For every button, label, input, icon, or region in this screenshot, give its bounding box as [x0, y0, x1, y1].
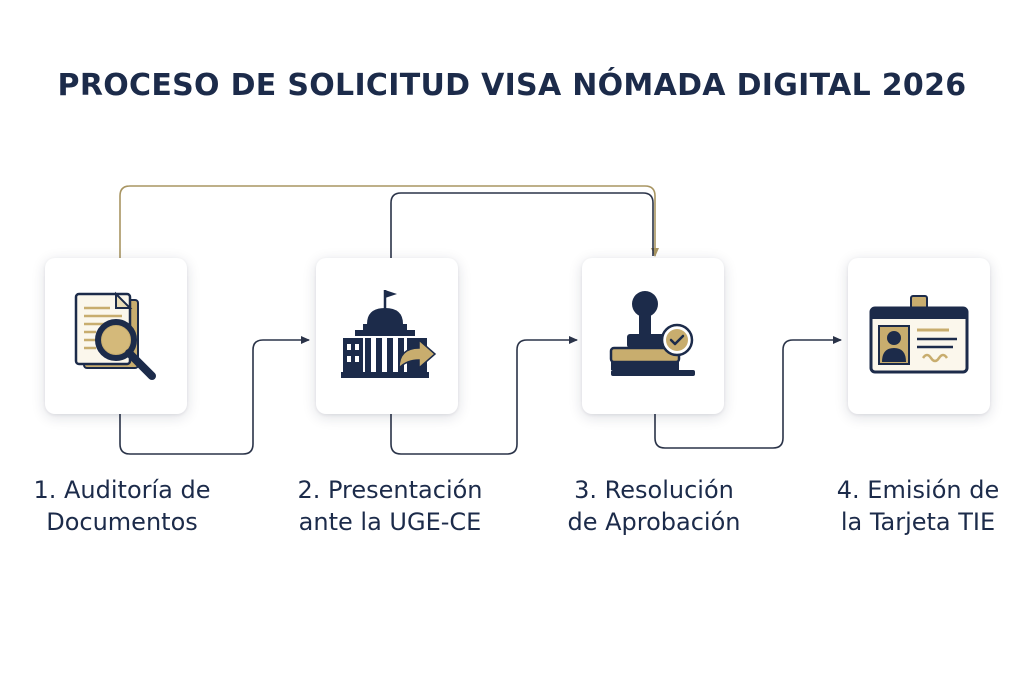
id-card-icon [869, 295, 969, 374]
connector-step1-to-step2 [119, 336, 310, 455]
connector-step1-to-step3 [119, 185, 659, 258]
step-2-label: 2. Presentación ante la UGE-CE [270, 474, 510, 538]
step-3-label-line2: de Aprobación [567, 508, 741, 536]
step-1-label-line2: Documentos [46, 508, 198, 536]
diagram-title: PROCESO DE SOLICITUD VISA NÓMADA DIGITAL… [57, 68, 967, 103]
step-4-label-line2: la Tarjeta TIE [840, 508, 996, 536]
step-3-label: 3. Resolución de Aprobación [534, 474, 774, 538]
step-3-card [582, 258, 724, 414]
step-4-label: 4. Emisión de la Tarjeta TIE [798, 474, 1024, 538]
step-2-label-line1: 2. Presentación [297, 476, 483, 504]
government-building-arrow-icon [341, 290, 437, 378]
step-4-label-line1: 4. Emisión de [836, 476, 1000, 504]
connector-step2-to-step3 [390, 336, 578, 455]
step-1-card [45, 258, 187, 414]
step-2-label-line2: ante la UGE-CE [298, 508, 482, 536]
step-3-label-line1: 3. Resolución [574, 476, 734, 504]
connector-step2-to-step3 [390, 192, 654, 258]
approval-stamp-icon [609, 291, 695, 376]
step-1-label: 1. Auditoría de Documentos [2, 474, 242, 538]
connector-step3-to-step4 [654, 336, 842, 449]
step-2-card [316, 258, 458, 414]
step-4-card [848, 258, 990, 414]
document-magnifier-icon [74, 291, 156, 380]
step-1-label-line1: 1. Auditoría de [33, 476, 211, 504]
